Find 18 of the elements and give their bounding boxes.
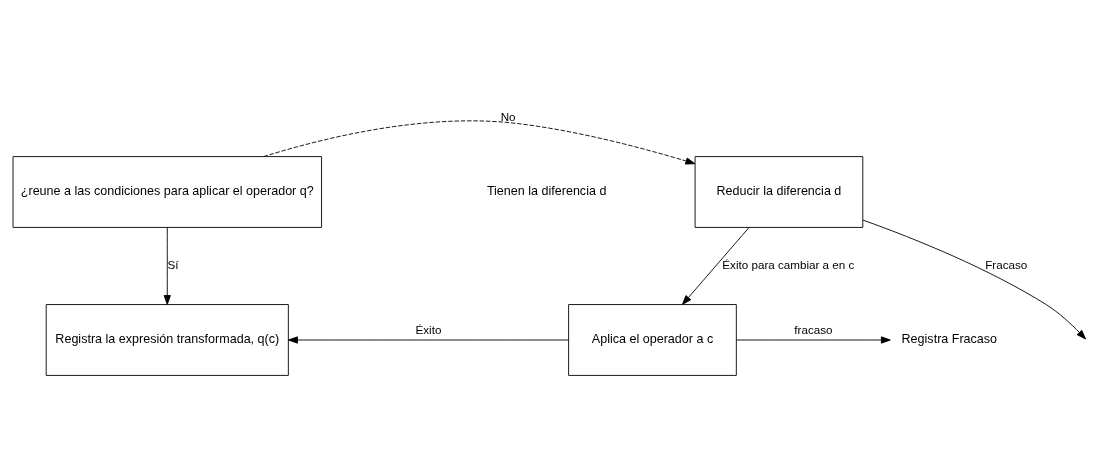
edge-label: fracaso: [794, 323, 833, 337]
arrow: [735, 336, 891, 344]
arrow: [163, 227, 171, 305]
arrow: [862, 219, 1087, 340]
edge-label: Fracaso: [985, 258, 1028, 272]
arrow: [288, 336, 570, 344]
arrow: [682, 227, 750, 305]
node-box: Aplica el operador a c: [568, 304, 737, 376]
node-box: Reducir la diferencia d: [694, 156, 864, 228]
node-box: Registra la expresión transformada, q(c): [45, 304, 289, 376]
edge-label: Sí: [167, 258, 179, 272]
label: Tienen la diferencia d: [486, 184, 607, 199]
node-box: ¿reune a las condiciones para aplicar el operador q?: [12, 156, 322, 228]
edge-label: No: [500, 110, 516, 124]
edge-label: Éxito: [415, 323, 442, 337]
node-text: Registra Fracaso: [901, 332, 998, 347]
arrow: [263, 120, 696, 165]
edge-label: Éxito para cambiar a en c: [722, 258, 855, 272]
